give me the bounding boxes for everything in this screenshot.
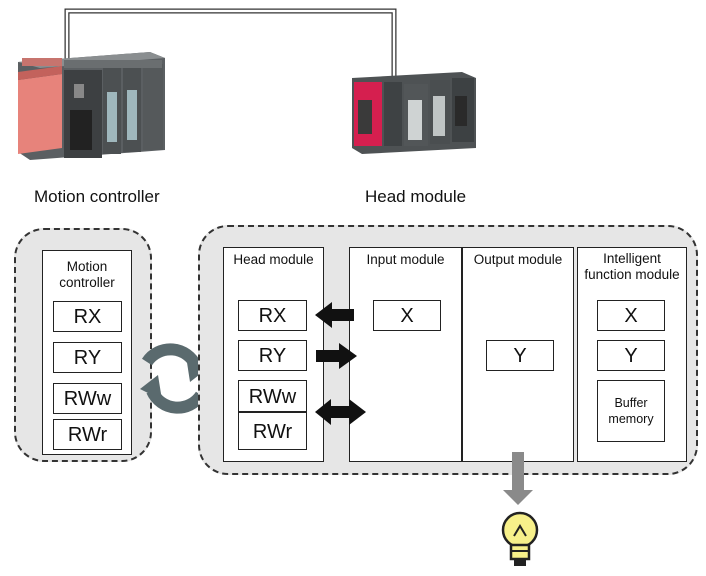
head-rx: RX	[238, 300, 307, 331]
controller-rww: RWw	[53, 383, 122, 414]
arrow-output-to-lamp	[503, 452, 533, 505]
head-rwr: RWr	[238, 412, 307, 450]
arrow-input-to-rx	[315, 302, 354, 328]
head-column-title: Head module	[233, 252, 314, 267]
controller-caption: Motion controller	[34, 187, 160, 206]
controller-ry: RY	[53, 342, 122, 373]
controller-rx: RX	[53, 301, 122, 332]
head-ry: RY	[238, 340, 307, 371]
head-rww: RWw	[238, 380, 307, 412]
input-column-title: Input module	[366, 252, 445, 267]
controller-column-title: Motion controller	[59, 259, 115, 290]
input-module-column: Input module	[349, 247, 462, 462]
intelligent-buffer-memory: Buffer memory	[597, 380, 665, 442]
output-column-title: Output module	[473, 252, 563, 267]
arrow-rw-bidirectional	[315, 399, 366, 425]
arrow-ry-to-output	[316, 343, 357, 369]
intelligent-x: X	[597, 300, 665, 331]
intelligent-y: Y	[597, 340, 665, 371]
controller-rwr: RWr	[53, 419, 122, 450]
output-y: Y	[486, 340, 554, 371]
input-x: X	[373, 300, 441, 331]
intelligent-column-title: Intelligent function module	[584, 251, 680, 282]
head-module-caption: Head module	[365, 187, 467, 206]
